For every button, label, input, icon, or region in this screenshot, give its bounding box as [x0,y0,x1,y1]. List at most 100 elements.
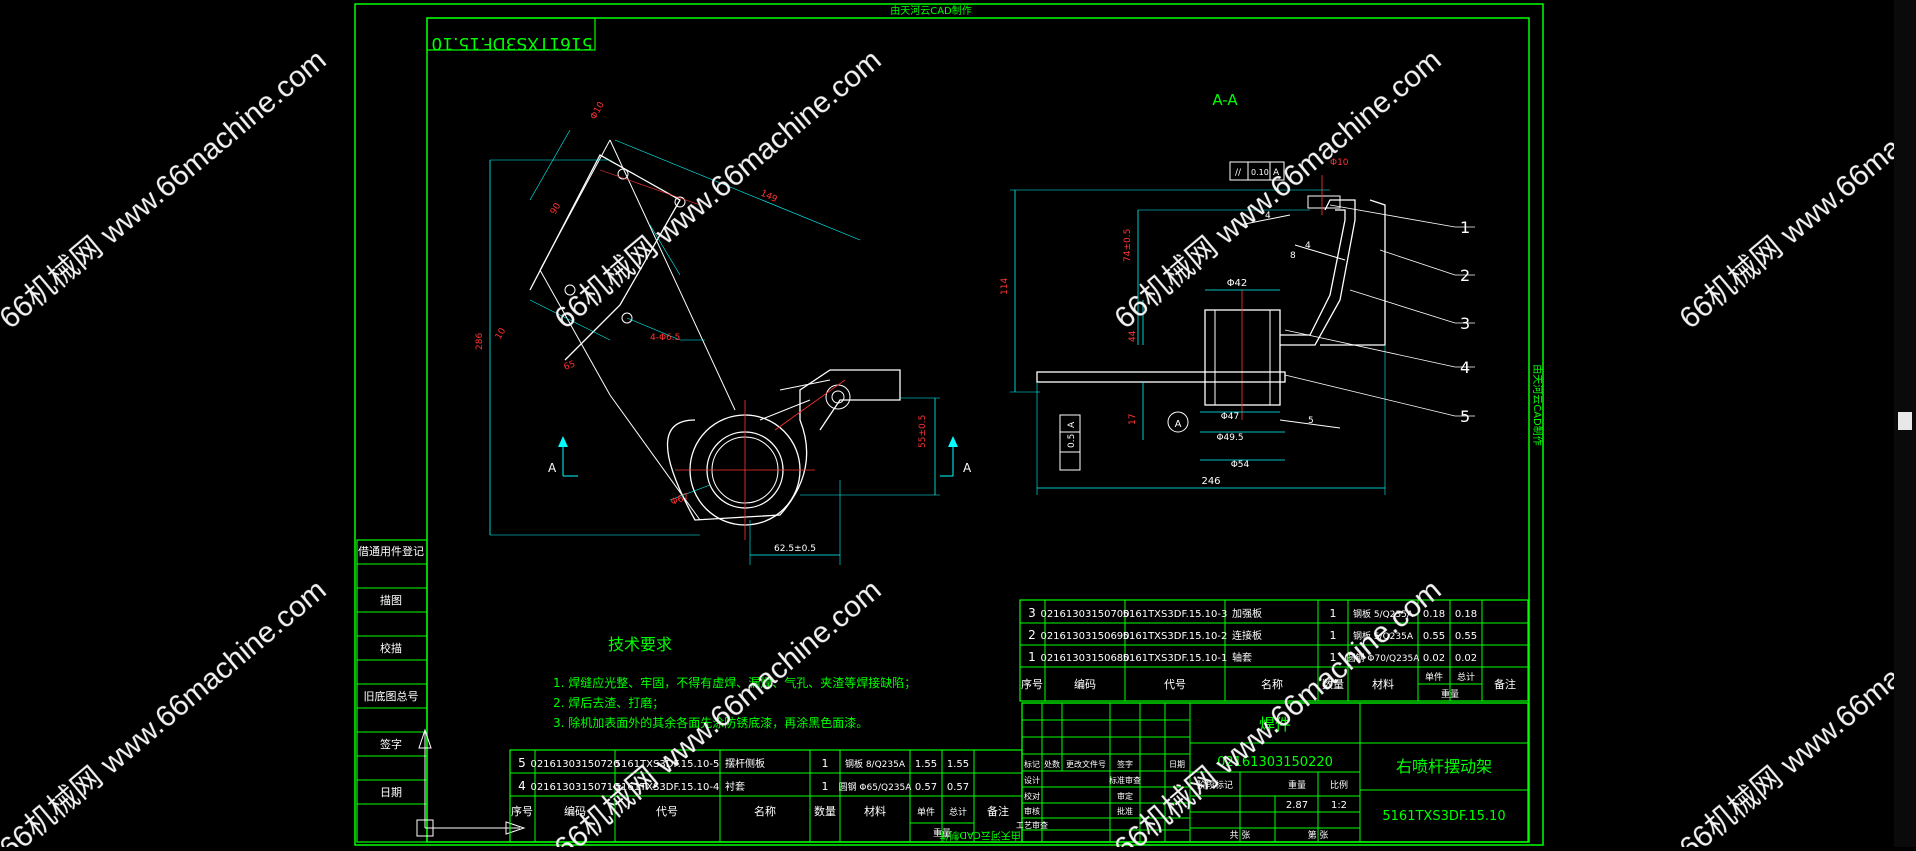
bom-cell-material: 钢板 5/Q235A [1353,630,1414,642]
bom-header: 代号 [656,805,678,818]
dim-label: Φ42 [1227,278,1248,289]
bom-cell-total: 0.57 [947,782,969,793]
bom-cell-unit: 0.57 [915,782,937,793]
dim-label: 62.5±0.5 [774,544,816,554]
bom-cell-material: 圆钢 Φ65/Q235A [839,781,913,793]
bom-cell-unit: 0.18 [1423,609,1445,620]
weld-mark: 4 [1265,211,1271,221]
watermark: 66机械网 www.66machine.com [548,43,887,335]
weld-mark: 5 [1308,416,1314,426]
bom-header: 材料 [864,804,886,818]
section-marker-left: A [548,461,557,475]
weld-mark: 8 [1290,251,1296,261]
bom-header: 编码 [564,804,586,818]
balloon-label: 1 [1460,218,1470,237]
balloon-label: 5 [1460,407,1470,426]
dim-label: 55±0.5 [918,415,928,448]
bom-cell-unit: 1.55 [915,759,937,770]
bom-cell-no: 5 [518,756,526,770]
stamp-label: 旧底图总号 [364,689,419,703]
tb-label: 重量 [1288,779,1306,791]
bom-cell-material: 钢板 8/Q235A [845,758,906,770]
ucs-icon [416,728,526,837]
tb-label: 签字 [1117,759,1133,769]
dim-label: 90 [549,201,564,216]
dim-label: 286 [475,333,485,350]
svg-text://: // [1235,168,1242,178]
balloon-label: 2 [1460,266,1470,285]
bom-cell-name: 衬套 [725,780,745,793]
tb-label: 标记 [1024,759,1040,769]
tb-label: 标准审查 [1109,775,1141,785]
bom-cell-qty: 1 [1330,651,1337,664]
bom-cell-material: 钢板 5/Q235A [1353,608,1414,620]
detail-marker: A [1175,419,1182,430]
tb-label: 更改文件号 [1066,759,1106,769]
tb-label: 处数 [1044,759,1060,769]
title-block: 标记 处数 更改文件号 签字 日期 设计 标准审查 校对 审定 审核 批准 工艺… [1016,702,1529,843]
tb-label: 共 张 [1230,830,1251,841]
bom-cell-unit: 0.55 [1423,631,1445,642]
dim-label: 10 [494,326,509,341]
bom-cell-drawing: 5161TXS3DF.15.10-5 [615,759,720,770]
tech-item: 2. 焊后去渣、打磨； [553,695,664,710]
bom-cell-qty: 1 [1330,607,1337,620]
tech-item: 1. 焊缝应光整、牢固，不得有虚焊、漏焊、气孔、夹渣等焊接缺陷； [553,675,916,690]
bom-header: 重量 [933,827,951,839]
bom-header: 材料 [1372,677,1394,691]
weld-mark: 4 [1305,241,1311,251]
stamp-label: 描图 [380,593,402,607]
dim-label: 44 [1128,330,1138,342]
stamp-label: 借通用件登记 [358,544,424,558]
tb-label: 日期 [1169,760,1185,769]
bom-header: 单件 [1425,671,1443,683]
bom-cell-name: 轴套 [1232,651,1252,664]
watermark: 66机械网 www.66machine.com [1108,43,1447,335]
main-view: Φ10 90 149 286 10 65 4-Φ6.5 Φ67 62.5±0.5… [475,100,972,565]
bom-cell-total: 1.55 [947,759,969,770]
stamp-label: 日期 [380,786,402,799]
bom-header: 总计 [1457,671,1475,683]
bom-header: 名称 [754,804,776,818]
section-view: A-A Φ10 114 74±0.5 Φ42 44 17 Φ47 [1000,91,1475,495]
bom-header: 数量 [1322,678,1344,691]
part-type: 焊件 [1259,715,1291,734]
watermark-layer: 66机械网 www.66machine.com 66机械网 www.66mach… [0,43,1916,851]
stamp-label: 签字 [380,737,402,751]
tb-label: 第 张 [1308,829,1329,841]
bom-cell-unit: 0.02 [1423,653,1445,664]
drawing-code-stamp: 5161TXS3DF.15.10 [431,33,592,53]
watermark: 66机械网 www.66machine.com [0,573,333,847]
bom-header: 重量 [1441,688,1459,700]
section-title: A-A [1212,91,1238,109]
vertical-scrollbar[interactable] [1894,0,1916,847]
tb-label: 审定 [1117,791,1133,801]
bom-header: 备注 [1494,677,1516,691]
bom-cell-drawing: 5161TXS3DF.15.10-4 [615,782,720,793]
scrollbar-thumb[interactable] [1898,412,1912,430]
bom-header: 总计 [949,806,967,818]
balloon-label: 3 [1460,314,1470,333]
tol-value: 0.10 [1251,168,1269,177]
tol-datum: A [1067,421,1077,428]
drawing-no: 5161TXS3DF.15.10 [1382,809,1505,824]
bom-cell-name: 加强板 [1232,607,1262,620]
tb-label: 审核 [1024,806,1040,816]
tol-value: 0.5 [1067,434,1077,448]
section-marker-right: A [963,461,972,475]
bom-cell-name: 连接板 [1232,629,1262,642]
dim-label: 17 [1128,414,1138,425]
bom-cell-drawing: 5161TXS3DF.15.10-3 [1123,609,1228,620]
dim-label: Φ47 [1221,412,1240,422]
bom-cell-no: 1 [1028,650,1036,664]
watermark: 66机械网 www.66machine.com [548,573,887,847]
bom-cell-total: 0.18 [1455,609,1477,620]
bom-cell-total: 0.02 [1455,653,1477,664]
bom-cell-total: 0.55 [1455,631,1477,642]
dim-label: 74±0.5 [1123,229,1133,262]
bom-header: 代号 [1164,678,1186,691]
